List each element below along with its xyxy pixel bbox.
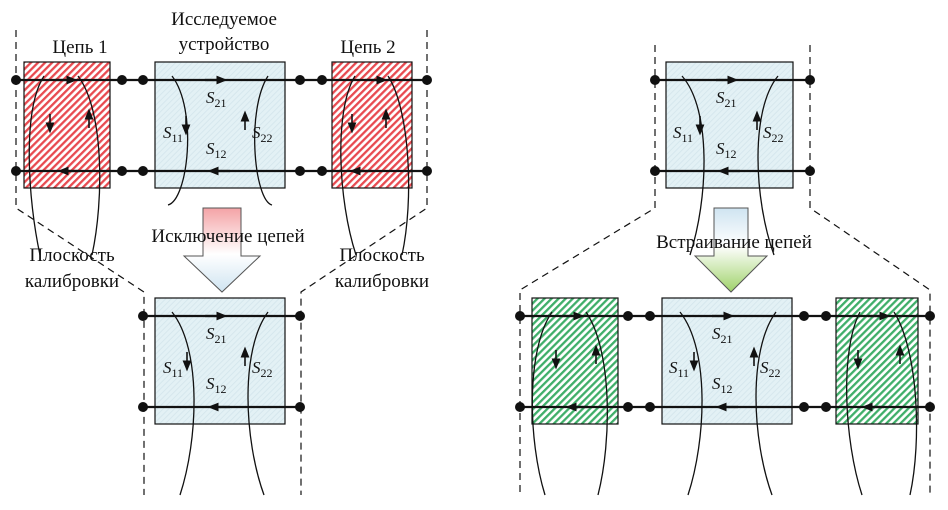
s11-label: S11: [163, 123, 183, 145]
loop-dut-right: [254, 75, 273, 206]
embed-label: Встраивание цепей: [656, 232, 812, 253]
s22-label: S22: [252, 358, 273, 380]
dut-label-line-2: устройство: [179, 34, 270, 55]
loop-dut-right: [247, 311, 269, 496]
deembed-arrow-icon: [182, 207, 262, 293]
s12-label: S12: [206, 374, 227, 396]
loop-c1-right: [77, 75, 101, 256]
circuit-2-label: Цепь 2: [340, 37, 395, 58]
s11-label: S11: [669, 358, 689, 380]
calibration-plane-right: [300, 30, 428, 495]
nodes: [11, 75, 432, 176]
loop-dut-left: [679, 311, 703, 496]
bottom-right-assembly: S21 S11 S22 S12: [515, 297, 935, 496]
embed-arrow-icon: [693, 207, 769, 293]
s21-label: S21: [712, 324, 733, 346]
circuit-1-label: Цепь 1: [52, 37, 107, 58]
circuit-2-block: [331, 61, 413, 189]
top-right-dut: S21 S11 S22 S12: [519, 45, 931, 495]
deembed-label: Исключение цепей: [151, 226, 304, 247]
calibration-plane-left-label-2: калибровки: [25, 271, 119, 292]
s12-label: S12: [712, 374, 733, 396]
loop-dut-right: [755, 311, 777, 496]
s21-label: S21: [206, 324, 227, 346]
calibration-plane-left-label-1: Плоскость: [29, 245, 115, 266]
loop-dut-left: [681, 75, 705, 256]
loop-c2-left: [340, 75, 357, 256]
loop-c1-right: [585, 311, 608, 496]
s11-label: S11: [163, 358, 183, 380]
nodes: [138, 311, 305, 412]
calibration-plane-left: [519, 45, 656, 495]
loop-c1-left: [28, 75, 45, 256]
dut-label-line-1: Исследуемое: [171, 9, 277, 30]
s11-label: S11: [673, 123, 693, 145]
nodes: [650, 75, 815, 176]
circuit-2-block: [835, 297, 919, 425]
s21-label: S21: [716, 88, 737, 110]
calibration-plane-right: [809, 45, 931, 495]
calibration-plane-left: [15, 30, 145, 495]
loop-dut-left: [167, 75, 189, 206]
calibration-plane-right-label-1: Плоскость: [339, 245, 425, 266]
loop-c2-right: [387, 75, 410, 256]
s22-label: S22: [763, 123, 784, 145]
loop-dut-right: [757, 75, 779, 256]
nodes: [515, 311, 935, 412]
s12-label: S12: [206, 139, 227, 161]
bottom-left-dut: S21 S11 S22 S12: [138, 297, 305, 496]
top-left-assembly: S21 S11 S22 S12 Цепь 1 Исследуемое устро…: [11, 9, 432, 495]
calibration-plane-right-label-2: калибровки: [335, 271, 429, 292]
s12-label: S12: [716, 139, 737, 161]
loop-dut-left: [171, 311, 195, 496]
loop-c2-left: [846, 311, 863, 496]
loop-c1-left: [531, 311, 553, 496]
s22-label: S22: [252, 123, 273, 145]
s21-label: S21: [206, 88, 227, 110]
s22-label: S22: [760, 358, 781, 380]
loop-c2-right: [893, 311, 918, 496]
